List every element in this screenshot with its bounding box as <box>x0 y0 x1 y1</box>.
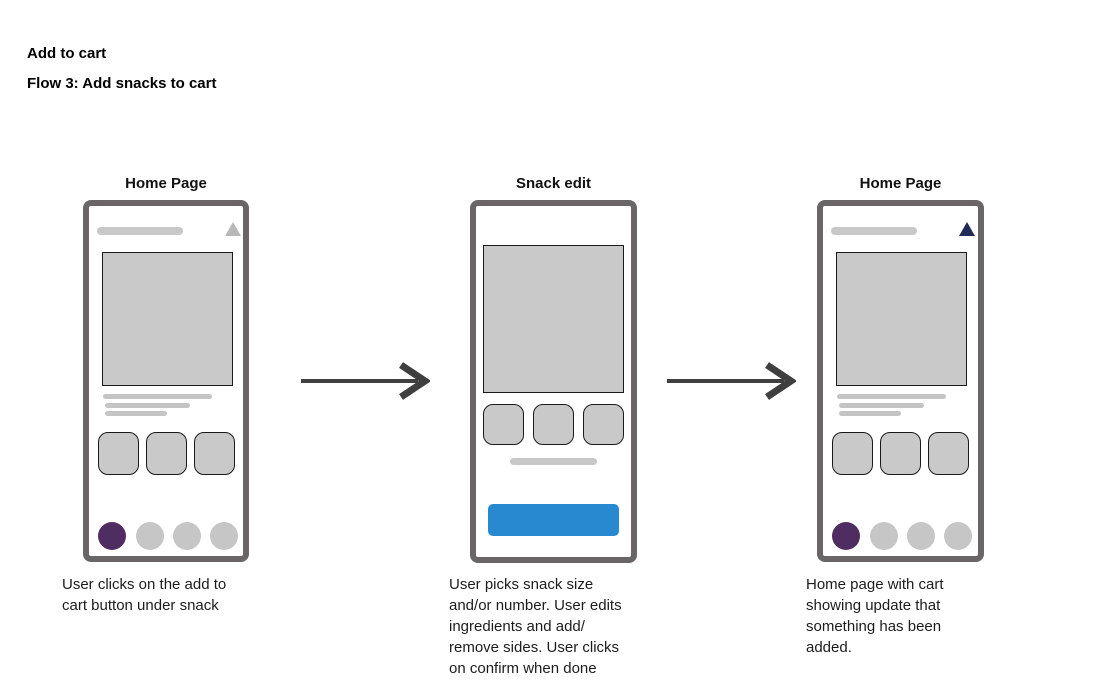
snack-image-placeholder <box>483 245 624 393</box>
nav-dot <box>944 522 972 550</box>
divider-placeholder <box>510 458 597 465</box>
snack-image-placeholder <box>102 252 233 386</box>
option-card-placeholder <box>533 404 574 445</box>
step-1-caption: User clicks on the add to cart button un… <box>62 576 227 614</box>
text-line-placeholder <box>839 403 924 408</box>
search-bar-placeholder <box>831 227 917 235</box>
flow-arrow-icon <box>664 356 796 406</box>
snack-card-placeholder <box>98 432 139 475</box>
confirm-button <box>488 504 619 536</box>
text-line-placeholder <box>837 394 946 399</box>
text-line-placeholder <box>105 403 190 408</box>
nav-dot-active <box>98 522 126 550</box>
nav-dot <box>173 522 201 550</box>
phone-frame-home-2 <box>817 200 984 562</box>
step-2-caption: User picks snack size and/or number. Use… <box>449 576 622 677</box>
snack-card-placeholder <box>194 432 235 475</box>
page-title: Add to cart <box>27 45 107 62</box>
snack-card-placeholder <box>146 432 187 475</box>
step-2-title: Snack edit <box>515 175 592 192</box>
nav-dot <box>907 522 935 550</box>
option-card-placeholder <box>583 404 624 445</box>
text-line-placeholder <box>103 394 212 399</box>
flow-subtitle: Flow 3: Add snacks to cart <box>27 75 217 92</box>
cart-update-triangle-icon <box>959 222 975 236</box>
nav-dot <box>870 522 898 550</box>
search-bar-placeholder <box>97 227 183 235</box>
nav-dot <box>210 522 238 550</box>
text-line-placeholder <box>105 411 167 416</box>
snack-image-placeholder <box>836 252 967 386</box>
phone-frame-home-1 <box>83 200 249 562</box>
flow-arrow-icon <box>298 356 430 406</box>
snack-card-placeholder <box>832 432 873 475</box>
snack-card-placeholder <box>880 432 921 475</box>
nav-dot <box>136 522 164 550</box>
phone-frame-snack-edit <box>470 200 637 563</box>
text-line-placeholder <box>839 411 901 416</box>
nav-dot-active <box>832 522 860 550</box>
step-3-caption: Home page with cart showing update that … <box>806 576 944 656</box>
option-card-placeholder <box>483 404 524 445</box>
snack-card-placeholder <box>928 432 969 475</box>
notification-triangle-icon <box>225 222 241 236</box>
step-3-title: Home Page <box>859 175 942 192</box>
step-1-title: Home Page <box>125 175 207 192</box>
